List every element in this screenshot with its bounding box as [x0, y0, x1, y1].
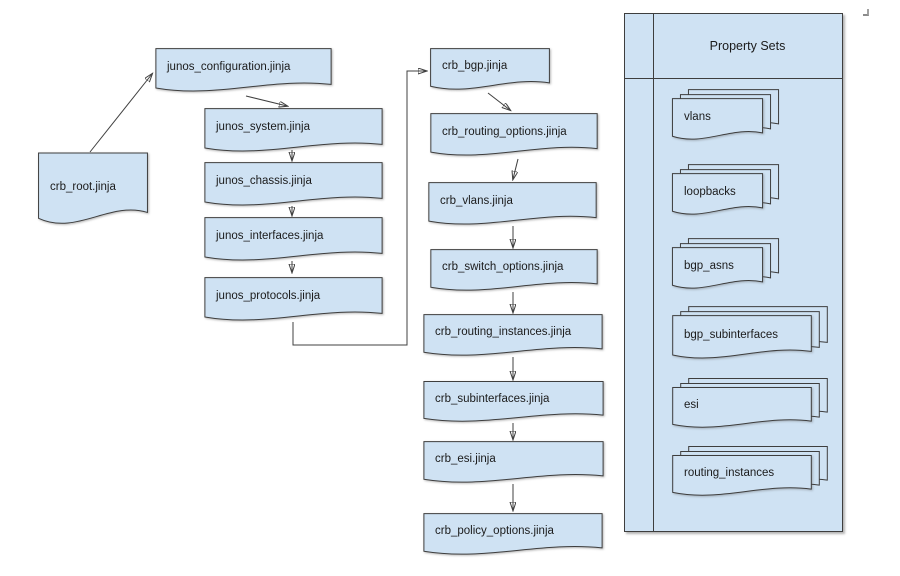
property-set-vlans: vlans [672, 98, 763, 143]
property-set-esi: esi [672, 387, 812, 431]
node-crb-root: crb_root.jinja [38, 152, 148, 230]
node-label: crb_policy_options.jinja [435, 525, 554, 537]
node-label: crb_routing_instances.jinja [435, 326, 572, 338]
node-crb-bgp: crb_bgp.jinja [430, 48, 550, 93]
node-label: crb_bgp.jinja [442, 60, 508, 72]
document-shape [430, 113, 598, 159]
node-crb-esi: crb_esi.jinja [423, 441, 604, 486]
stacked-document-shape [672, 173, 763, 218]
document-shape [430, 48, 550, 93]
panel-header-divider [625, 78, 842, 79]
node-label: junos_chassis.jinja [216, 175, 312, 187]
property-set-label: vlans [684, 110, 711, 123]
stacked-document-shape [672, 387, 812, 431]
node-crb-routing-options: crb_routing_options.jinja [430, 113, 598, 159]
node-label: junos_protocols.jinja [216, 290, 321, 302]
document-shape [430, 249, 598, 294]
node-label: crb_root.jinja [50, 180, 116, 193]
property-sets-title: Property Sets [709, 39, 786, 53]
property-set-label: bgp_asns [684, 259, 734, 272]
property-set-label: routing_instances [684, 467, 775, 479]
edge-routing-options-to-vlans [513, 158, 519, 179]
node-label: crb_subinterfaces.jinja [435, 392, 550, 405]
node-crb-switch-options: crb_switch_options.jinja [430, 249, 598, 294]
document-shape [423, 314, 603, 359]
property-set-bgp-asns: bgp_asns [672, 247, 763, 292]
node-label: crb_routing_options.jinja [442, 125, 567, 138]
node-crb-routing-instances: crb_routing_instances.jinja [423, 314, 603, 359]
document-shape [423, 513, 603, 558]
stacked-document-shape [672, 455, 812, 499]
node-junos-interfaces: junos_interfaces.jinja [204, 217, 383, 264]
node-junos-configuration: junos_configuration.jinja [155, 48, 332, 95]
property-set-label: esi [684, 399, 699, 411]
stray-mark [863, 9, 869, 16]
stacked-document-shape [672, 98, 763, 143]
document-shape [423, 441, 604, 486]
edge-bgp-to-routing-options [487, 92, 510, 110]
property-set-label: loopbacks [684, 185, 736, 198]
property-set-label: bgp_subinterfaces [684, 328, 778, 341]
node-label: crb_esi.jinja [435, 453, 496, 465]
node-label: junos_configuration.jinja [167, 61, 291, 73]
node-label: crb_switch_options.jinja [442, 261, 564, 273]
property-set-bgp-subinterfaces: bgp_subinterfaces [672, 315, 812, 362]
stacked-document-shape [672, 315, 812, 362]
node-junos-chassis: junos_chassis.jinja [204, 162, 383, 209]
property-set-loopbacks: loopbacks [672, 173, 763, 218]
node-junos-protocols: junos_protocols.jinja [204, 277, 383, 324]
node-label: crb_vlans.jinja [440, 194, 513, 207]
node-label: junos_interfaces.jinja [216, 230, 324, 242]
node-crb-policy-options: crb_policy_options.jinja [423, 513, 603, 558]
document-shape [428, 182, 597, 228]
document-shape [423, 381, 604, 425]
node-label: junos_system.jinja [216, 121, 310, 133]
panel-lane-divider [653, 14, 654, 531]
document-shape [38, 152, 148, 230]
stacked-document-shape [672, 247, 763, 292]
property-set-routing-instances: routing_instances [672, 455, 812, 499]
node-junos-system: junos_system.jinja [204, 108, 383, 155]
edge-root-to-configuration [89, 74, 152, 153]
node-crb-subinterfaces: crb_subinterfaces.jinja [423, 381, 604, 425]
node-crb-vlans: crb_vlans.jinja [428, 182, 597, 228]
edge-configuration-to-system [245, 95, 287, 106]
